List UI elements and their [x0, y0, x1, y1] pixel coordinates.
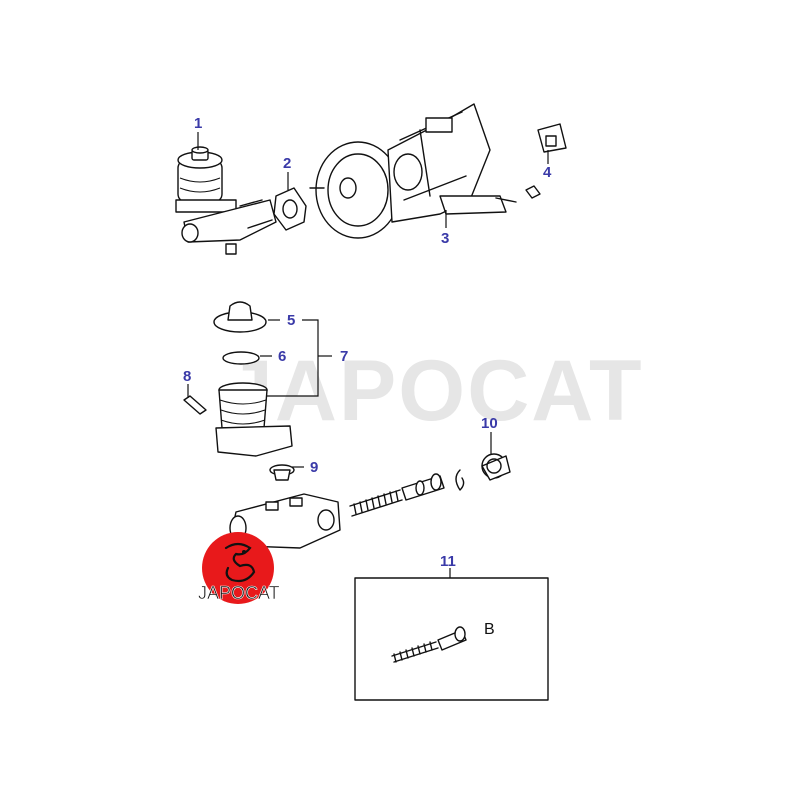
callout-3: 3 — [441, 230, 449, 247]
callouts: 1 2 3 4 5 6 7 8 9 10 11 — [183, 115, 552, 570]
snap-ring — [455, 469, 465, 491]
callout-6: 6 — [278, 348, 286, 365]
watermark-text: JAPOCAT — [225, 343, 644, 439]
part-11-repair-kit-box: B — [354, 577, 549, 701]
part-8-pin — [183, 395, 207, 415]
part-6-seal — [222, 351, 260, 365]
callout-8: 8 — [183, 368, 191, 385]
callout-9: 9 — [310, 459, 318, 476]
part-9-grommet — [269, 464, 295, 481]
piston-spring-assembly — [349, 473, 445, 517]
part-4-clip — [525, 123, 567, 199]
callout-11: 11 — [440, 553, 456, 570]
japocat-logo: JAPOCAT — [198, 532, 280, 604]
callout-2: 2 — [283, 155, 291, 172]
callout-5: 5 — [287, 312, 295, 329]
kit-annotation: B — [484, 621, 495, 638]
callout-4: 4 — [543, 164, 552, 181]
logo-text: JAPOCAT — [198, 583, 280, 603]
part-7-reservoir — [215, 382, 293, 457]
callout-10: 10 — [481, 415, 498, 432]
callout-1: 1 — [194, 115, 202, 132]
part-1-master-cylinder-assembly — [175, 146, 277, 255]
part-10-boot — [481, 453, 511, 481]
part-3-brake-booster — [309, 103, 517, 239]
part-5-reservoir-cap — [213, 301, 267, 333]
part-2-gasket — [273, 187, 307, 231]
callout-7: 7 — [340, 348, 348, 365]
leader-lines — [187, 132, 549, 578]
